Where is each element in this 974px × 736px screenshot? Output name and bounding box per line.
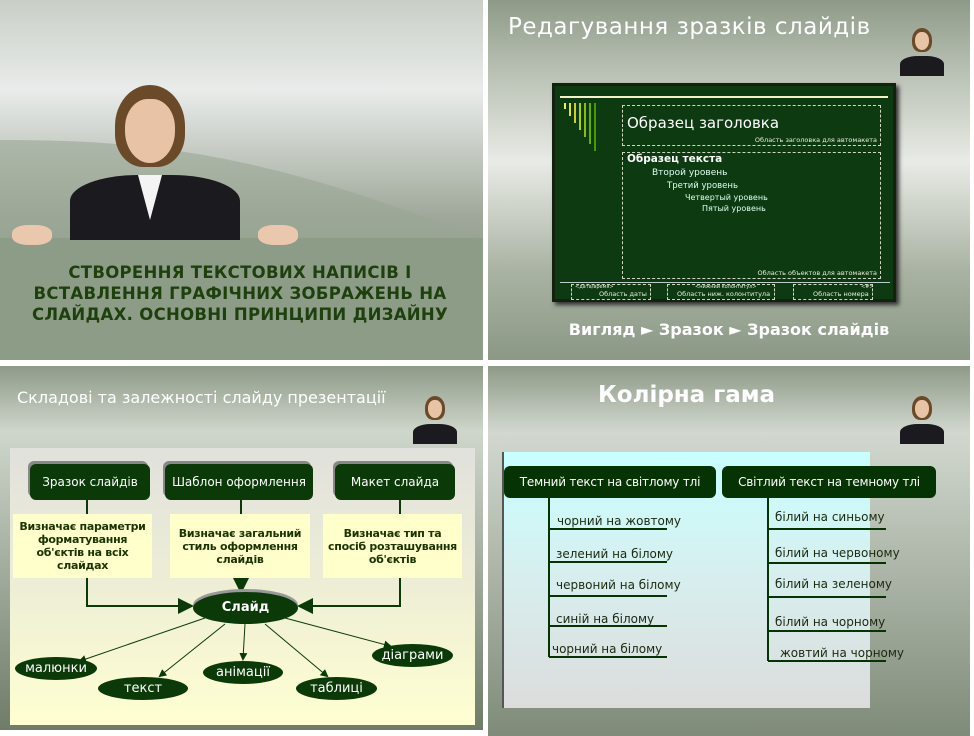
master-title: Образец заголовка xyxy=(627,114,780,132)
box-design-template: Шаблон оформлення xyxy=(165,464,313,500)
level-2: Второй уровень xyxy=(652,168,728,178)
date-placeholder: <дата/время> xyxy=(575,284,614,290)
level-4: Четвертый уровень xyxy=(685,193,768,202)
light-item: жовтий на чорному xyxy=(780,646,905,660)
light-item: білий на синьому xyxy=(775,510,885,524)
presenter-photo xyxy=(12,85,300,245)
level-1: Образец текста xyxy=(627,153,723,165)
number-area-label: Область номера xyxy=(813,290,869,298)
dark-item: червоний на білому xyxy=(556,578,681,592)
desc-design-template: Визначає загальний стиль оформлення слай… xyxy=(170,514,310,578)
dark-item: чорний на білому xyxy=(552,642,663,656)
level-5: Пятый уровень xyxy=(702,204,766,213)
presenter-thumbnail xyxy=(405,394,465,444)
node-animations: анімації xyxy=(203,661,283,684)
presenter-thumbnail xyxy=(892,26,952,76)
light-item: білий на зеленому xyxy=(775,577,892,591)
dark-item: зелений на білому xyxy=(556,547,673,561)
dark-item: синій на білому xyxy=(556,612,655,626)
number-placeholder: <#> xyxy=(861,284,874,290)
node-tables: таблиці xyxy=(296,677,377,700)
desc-slide-layout: Визначає тип та спосіб розташування об'є… xyxy=(323,514,462,578)
stripes-decoration xyxy=(564,103,596,151)
object-area-label: Область объектов для автомакета xyxy=(757,269,877,277)
menu-path: Вигляд ► Зразок ► Зразок слайдів xyxy=(568,320,890,339)
footer-area-label: Область ниж. колонтитула xyxy=(677,290,771,298)
desc-slide-master: Визначає параметри форматування об'єктів… xyxy=(13,514,152,578)
slide-title: Редагування зразків слайдів xyxy=(508,14,871,40)
level-3: Третий уровень xyxy=(667,181,738,191)
slide-title: Складові та залежності слайду презентаці… xyxy=(17,388,386,407)
dark-text-header: Темний текст на світлому тлі xyxy=(504,466,716,498)
box-slide-master: Зразок слайдів xyxy=(30,464,150,500)
title-area-label: Область заголовка для автомакета xyxy=(754,136,877,144)
presenter-thumbnail xyxy=(892,394,952,444)
light-item: білий на чорному xyxy=(775,615,886,629)
slide-3[interactable]: Складові та залежності слайду презентаці… xyxy=(0,366,483,730)
slide-4[interactable]: Колірна гама Темний текст на світлому тл… xyxy=(488,366,970,736)
node-text: текст xyxy=(98,677,188,700)
slide-center-node: Слайд xyxy=(193,592,298,624)
light-text-header: Світлий текст на темному тлі xyxy=(722,466,936,498)
light-item: білий на червоному xyxy=(775,546,900,560)
date-area-label: Область даты xyxy=(599,290,647,298)
node-charts: діаграми xyxy=(372,644,453,667)
node-pictures: малюнки xyxy=(15,657,97,680)
slide-title: СТВОРЕННЯ ТЕКСТОВИХ НАПИСІВ І ВСТАВЛЕННЯ… xyxy=(31,263,449,324)
slide-title: Колірна гама xyxy=(598,382,776,408)
slide-master-preview: Образец заголовка Область заголовка для … xyxy=(552,83,896,302)
tree-lines xyxy=(548,498,886,662)
slide-2[interactable]: Редагування зразків слайдів Образец заго… xyxy=(488,0,970,360)
slide-1[interactable]: СТВОРЕННЯ ТЕКСТОВИХ НАПИСІВ І ВСТАВЛЕННЯ… xyxy=(0,0,483,360)
footer-placeholder: <нижний колонтитул> xyxy=(695,284,757,290)
box-slide-layout: Макет слайда xyxy=(335,464,455,500)
dark-item: чорний на жовтому xyxy=(557,514,682,528)
